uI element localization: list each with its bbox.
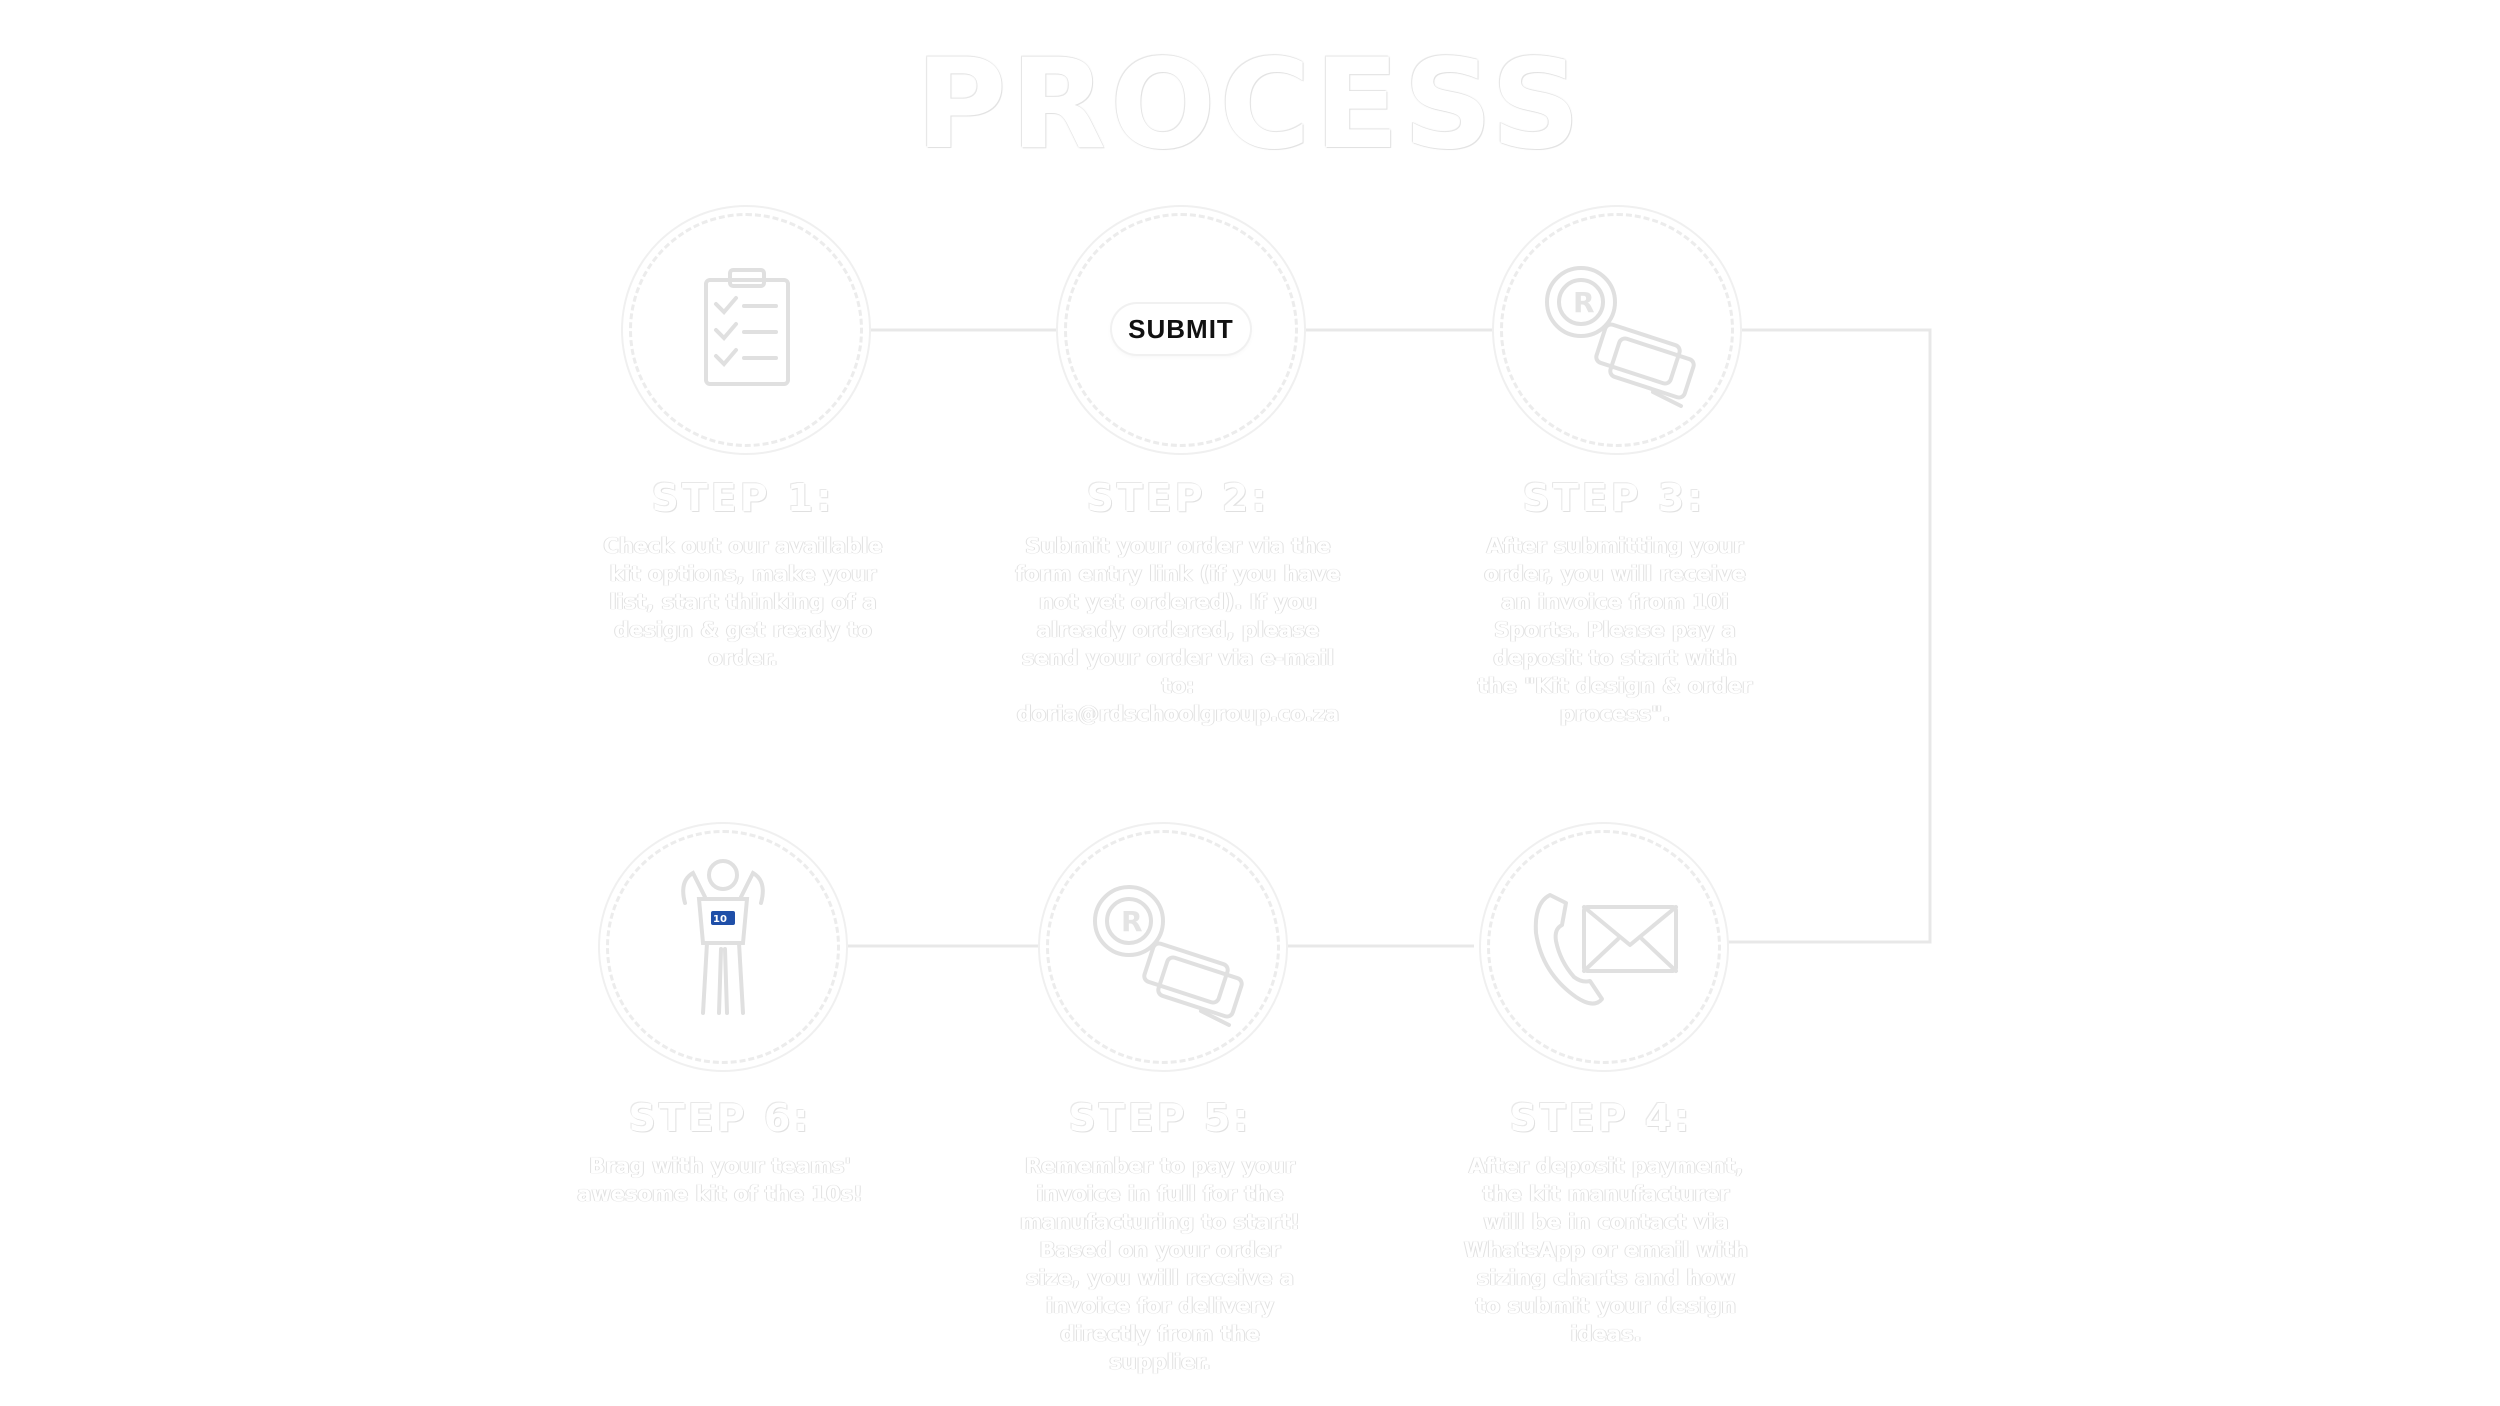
step-4-circle <box>1487 830 1721 1064</box>
step-5-title: STEP 5: <box>1068 1096 1252 1140</box>
step-1-description: Check out our available kit options, mak… <box>603 534 883 670</box>
phone-email-icon <box>1533 893 1678 1006</box>
step-1-title: STEP 1: <box>651 476 835 520</box>
step-4-description: After deposit payment, the kit manufactu… <box>1463 1154 1749 1346</box>
connector-3-4 <box>1710 328 1932 944</box>
step-6-description: Brag with your teams' awesome kit of the… <box>577 1154 863 1206</box>
step-1-circle <box>629 213 863 447</box>
coins-money-icon: R <box>1093 885 1244 1027</box>
svg-text:R: R <box>1573 286 1595 319</box>
coins-money-icon: R <box>1545 266 1696 408</box>
step-2-circle: SUBMIT <box>1064 213 1298 447</box>
step-3-circle: R <box>1500 213 1734 447</box>
svg-text:10: 10 <box>713 914 727 925</box>
step-2-description: Submit your order via the form entry lin… <box>1015 534 1341 726</box>
step-6-title: STEP 6: <box>628 1096 812 1140</box>
submit-button[interactable]: SUBMIT <box>1112 304 1250 354</box>
page-title: PROCESS <box>915 33 1585 177</box>
step-4-title: STEP 4: <box>1509 1096 1693 1140</box>
step-6-circle: 10 <box>606 830 840 1064</box>
athlete-kit-icon: 10 <box>681 859 765 1015</box>
step-3-title: STEP 3: <box>1522 476 1706 520</box>
svg-text:R: R <box>1121 905 1143 938</box>
step-3-description: After submitting your order, you will re… <box>1477 534 1753 726</box>
clipboard-checklist-icon <box>704 268 790 386</box>
step-5-circle: R <box>1046 830 1280 1064</box>
step-2-title: STEP 2: <box>1086 476 1270 520</box>
step-5-description: Remember to pay your invoice in full for… <box>1020 1154 1301 1374</box>
